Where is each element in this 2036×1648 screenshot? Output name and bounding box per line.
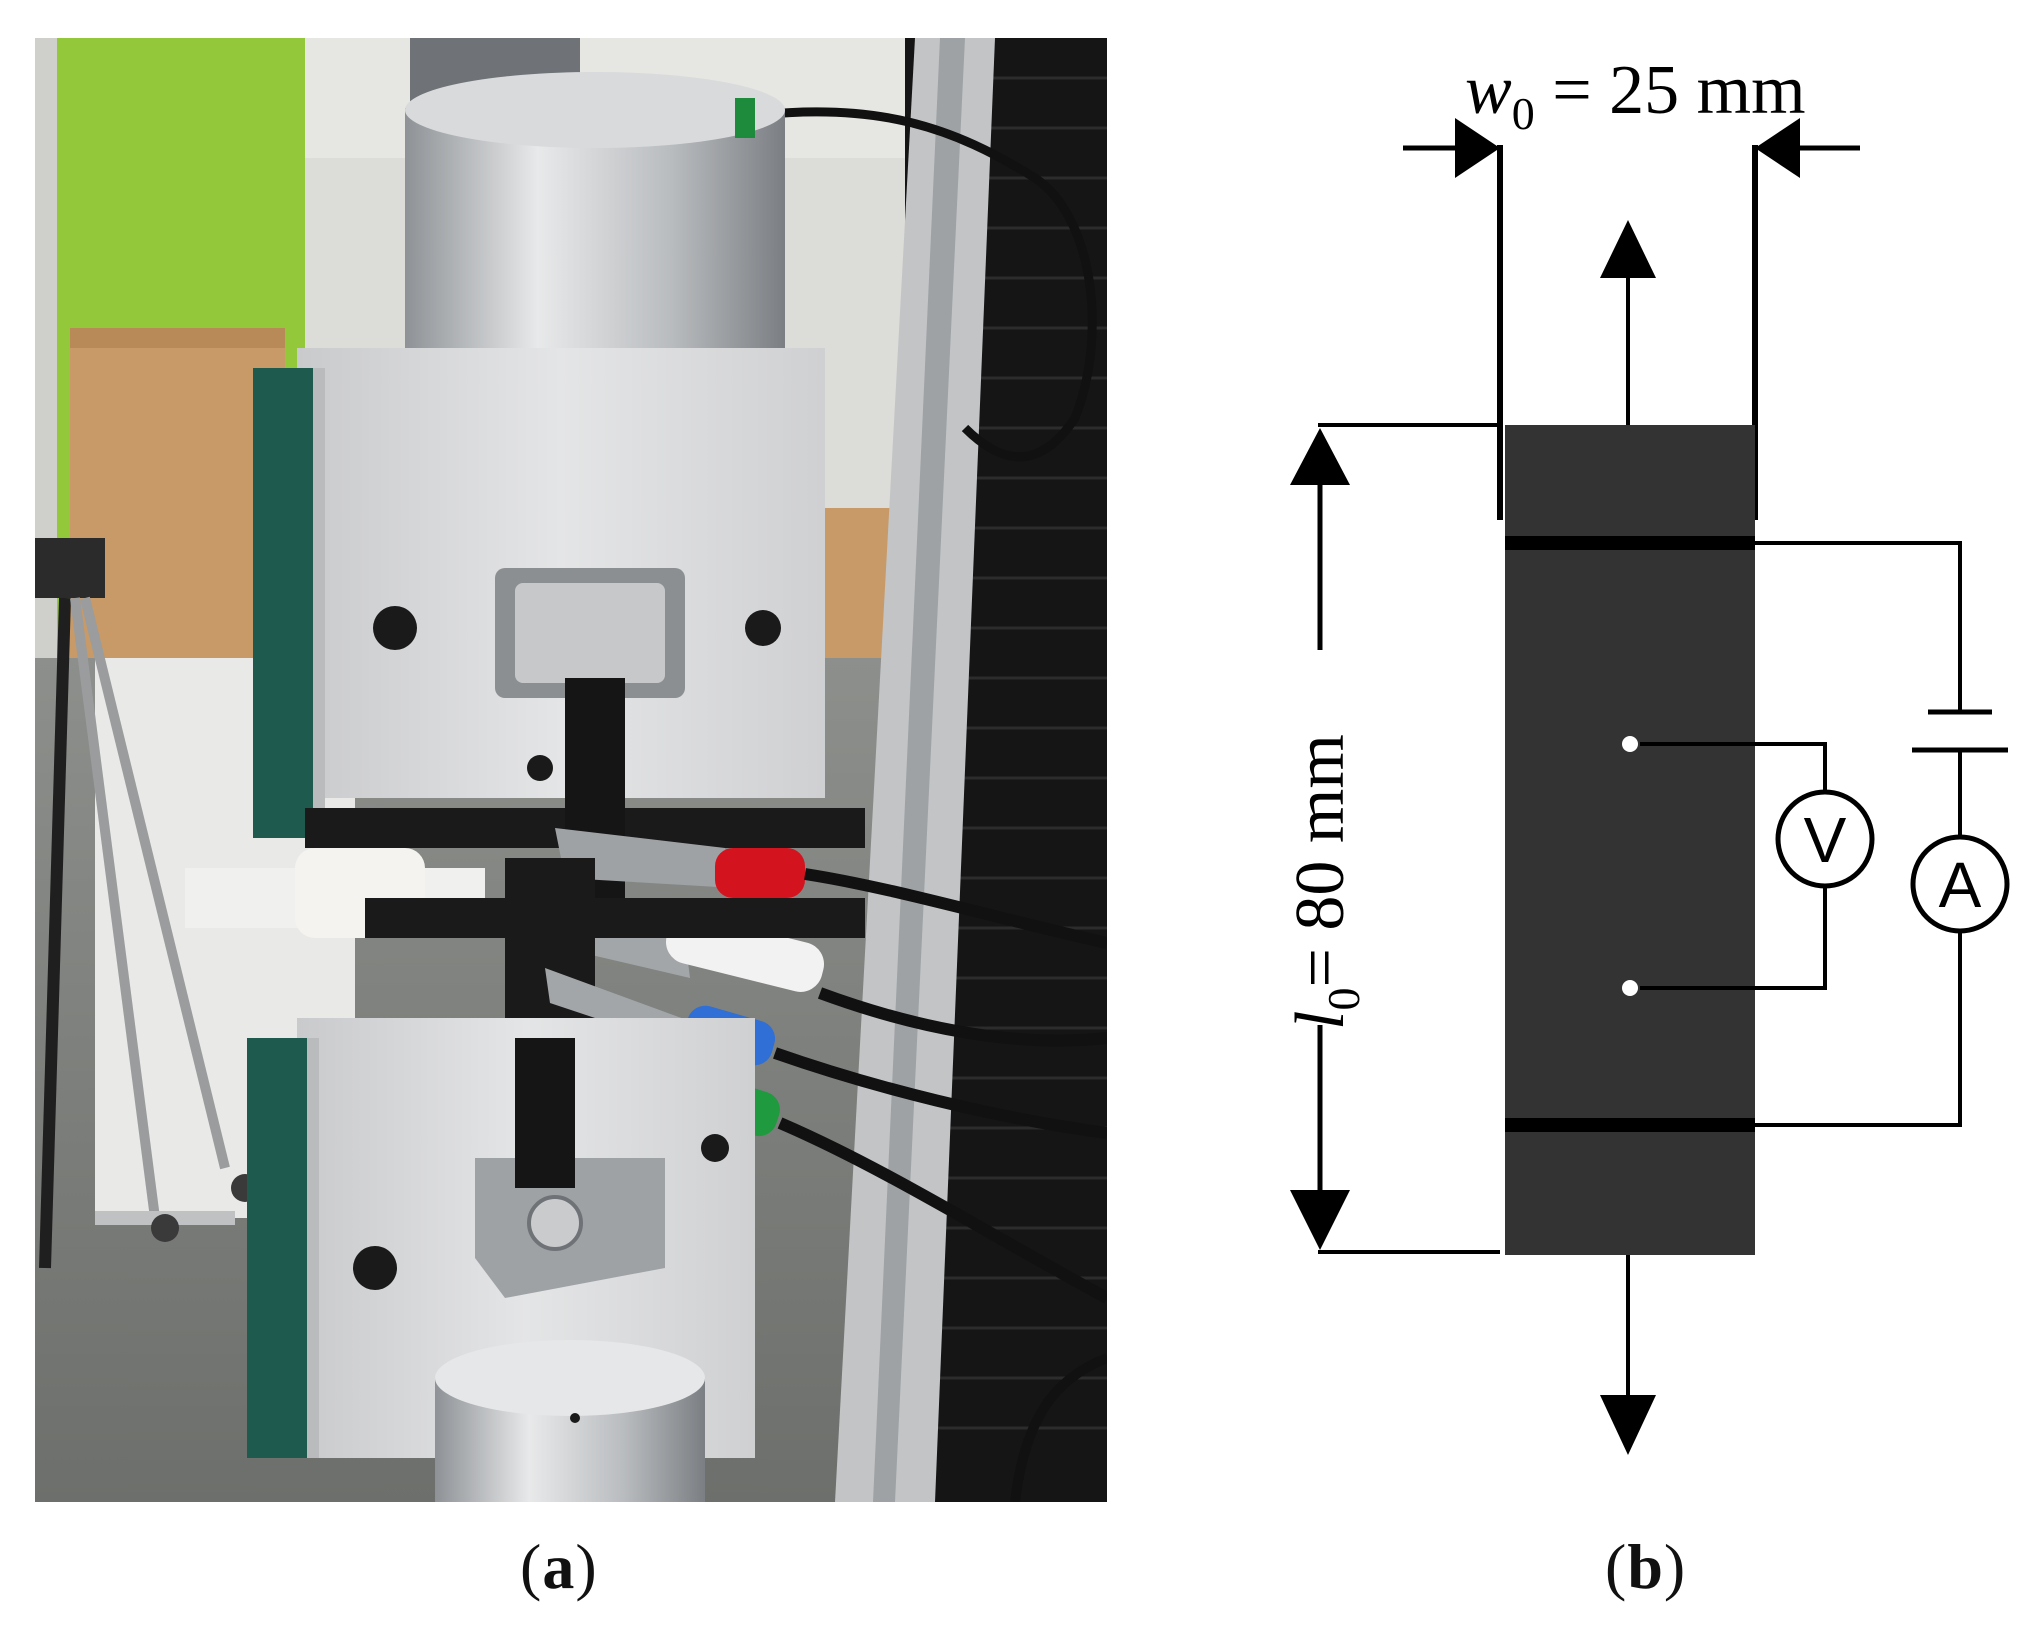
width-arrow-right xyxy=(1755,118,1800,178)
left-wall-edge xyxy=(35,38,57,758)
tripod xyxy=(35,538,259,1269)
ammeter-circuit: A xyxy=(1755,541,2010,1127)
photo-illustration xyxy=(35,38,1107,1502)
width-label: w0 = 25 mm xyxy=(1465,52,1806,139)
caption-b: (b) xyxy=(1605,1531,1687,1602)
length-label: l0= 80 mm xyxy=(1282,734,1369,1030)
schematic-svg: w0 = 25 mm l0= 80 mm xyxy=(1282,52,2010,1455)
lower-load-cylinder xyxy=(435,1340,705,1502)
width-symbol: w xyxy=(1465,52,1512,129)
probe-point-bottom xyxy=(1622,980,1638,996)
voltmeter-label: V xyxy=(1804,804,1847,876)
lower-grip-body xyxy=(247,1018,755,1458)
voltmeter xyxy=(1775,789,1875,889)
cardboard-box xyxy=(70,328,285,658)
width-subscript: 0 xyxy=(1512,88,1535,139)
caption-b-letter: b xyxy=(1627,1531,1664,1602)
length-arrow-bottom xyxy=(1290,1190,1350,1250)
clip-red xyxy=(555,828,1107,949)
caption-a: (a) xyxy=(520,1531,598,1602)
grip-green-panel-top xyxy=(253,368,313,838)
ammeter-label: A xyxy=(1939,849,1982,921)
length-symbol: l xyxy=(1282,1011,1359,1030)
length-dimension: l0= 80 mm xyxy=(1282,423,1500,1254)
length-arrow-top xyxy=(1290,428,1350,485)
specimen-schematic: w0 = 25 mm l0= 80 mm xyxy=(1200,0,2036,1500)
specimen-strip xyxy=(1505,425,1755,1255)
photo-tensile-test-setup xyxy=(35,38,1107,1502)
electrode-bottom xyxy=(1505,1118,1755,1132)
tension-arrow-up xyxy=(1600,220,1656,425)
tension-arrow-down xyxy=(1600,1255,1656,1455)
length-value: = 80 mm xyxy=(1282,734,1359,987)
width-dimension: w0 = 25 mm xyxy=(1403,52,1860,520)
upper-load-cylinder xyxy=(405,72,785,428)
electrode-top xyxy=(1505,536,1755,550)
probe-point-top xyxy=(1622,736,1638,752)
width-arrow-left xyxy=(1455,118,1500,178)
cable-top xyxy=(734,107,1097,462)
length-subscript: 0 xyxy=(1318,988,1369,1011)
width-value: = 25 mm xyxy=(1535,52,1806,129)
caption-a-letter: a xyxy=(542,1531,576,1602)
grip-green-panel-bottom xyxy=(247,1038,307,1458)
voltmeter-circuit: V xyxy=(1622,736,1875,996)
